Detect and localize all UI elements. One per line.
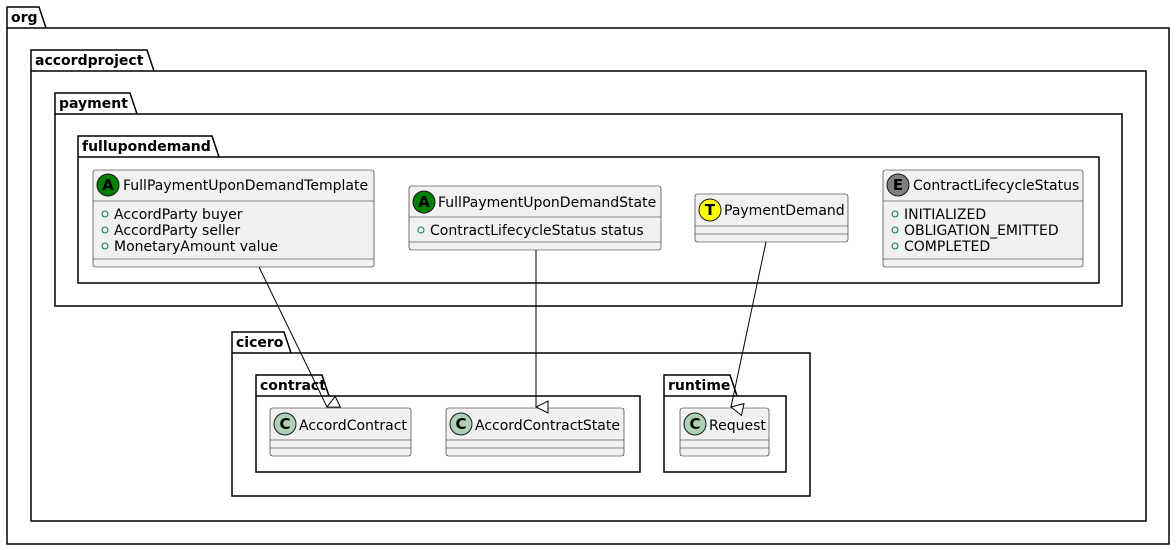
class-full-payment-upon-demand-template[interactable]: A FullPaymentUponDemandTemplate AccordPa… <box>92 169 375 268</box>
enum-contract-lifecycle-status[interactable]: E ContractLifecycleStatus INITIALIZED OB… <box>882 169 1084 268</box>
class-attribute: AccordParty buyer <box>114 207 243 223</box>
public-visibility-icon <box>891 210 899 218</box>
package-label-org: org <box>11 10 38 26</box>
class-attribute: MonetaryAmount value <box>114 239 278 255</box>
public-visibility-icon <box>101 226 109 234</box>
class-name: ContractLifecycleStatus <box>913 178 1079 194</box>
class-name: FullPaymentUponDemandState <box>438 195 656 211</box>
public-visibility-icon <box>101 210 109 218</box>
package-org: org <box>6 6 1170 545</box>
public-visibility-icon <box>891 242 899 250</box>
enum-value: COMPLETED <box>904 239 990 255</box>
class-name: Request <box>709 418 766 434</box>
stereotype-letter: C <box>279 415 290 433</box>
public-visibility-icon <box>417 226 425 234</box>
package-contract: contract <box>255 374 641 473</box>
stereotype-letter: E <box>893 176 903 194</box>
stereotype-letter: C <box>455 415 466 433</box>
package-label-accordproject: accordproject <box>35 53 144 69</box>
class-name: PaymentDemand <box>724 203 845 219</box>
package-cicero: cicero <box>231 331 811 497</box>
class-attribute: AccordParty seller <box>114 223 240 239</box>
enum-value: INITIALIZED <box>904 207 986 223</box>
enum-icon <box>886 173 910 197</box>
class-full-payment-upon-demand-state[interactable]: A FullPaymentUponDemandState ContractLif… <box>408 185 662 251</box>
class-payment-demand[interactable]: T PaymentDemand <box>694 193 849 243</box>
stereotype-letter: T <box>705 201 716 219</box>
package-label-cicero: cicero <box>236 335 284 351</box>
stereotype-letter: A <box>418 193 430 211</box>
package-fullupondemand: fullupondemand <box>77 135 1100 284</box>
class-request[interactable]: C Request <box>679 407 770 457</box>
class-accord-contract-state[interactable]: C AccordContractState <box>445 407 625 457</box>
class-icon <box>273 412 297 436</box>
inheritance-arrow-template-to-accord-contract <box>258 266 327 407</box>
enum-value: OBLIGATION_EMITTED <box>904 223 1059 239</box>
abstract-class-icon <box>96 173 120 197</box>
package-label-runtime: runtime <box>668 378 730 394</box>
stereotype-letter: C <box>689 415 700 433</box>
class-name: AccordContractState <box>475 418 620 434</box>
type-class-icon <box>698 198 722 222</box>
package-runtime: runtime <box>663 374 787 473</box>
package-label-payment: payment <box>59 96 128 112</box>
package-accordproject: accordproject <box>30 49 1147 522</box>
package-label-fullupondemand: fullupondemand <box>82 139 211 155</box>
abstract-class-icon <box>412 190 436 214</box>
class-icon <box>683 412 707 436</box>
public-visibility-icon <box>101 242 109 250</box>
public-visibility-icon <box>891 226 899 234</box>
class-accord-contract[interactable]: C AccordContract <box>269 407 412 457</box>
package-label-contract: contract <box>260 378 326 394</box>
class-name: FullPaymentUponDemandTemplate <box>123 178 368 194</box>
stereotype-letter: A <box>102 176 114 194</box>
inheritance-arrow-payment-demand-to-request <box>731 241 767 407</box>
package-payment: payment <box>54 92 1123 307</box>
class-name: AccordContract <box>299 418 407 434</box>
class-attribute: ContractLifecycleStatus status <box>430 223 644 239</box>
class-icon <box>449 412 473 436</box>
